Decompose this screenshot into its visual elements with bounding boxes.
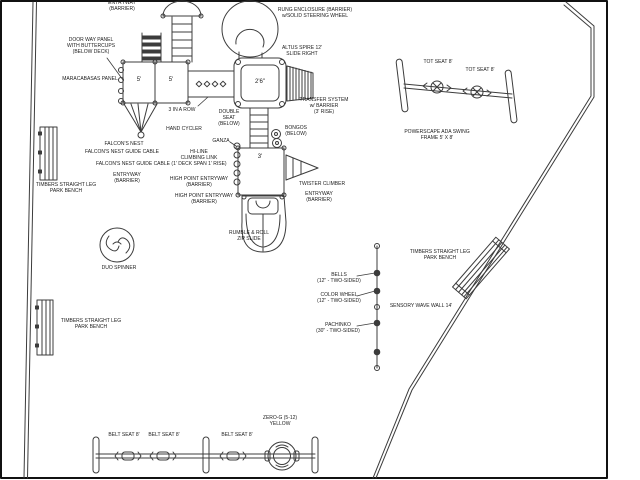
ada-swing-frame bbox=[395, 58, 518, 124]
belt-swing-frame bbox=[92, 436, 319, 474]
park-bench-3 bbox=[452, 236, 510, 300]
leader-lines bbox=[106, 57, 376, 327]
park-bench-2 bbox=[35, 299, 54, 356]
play-structure bbox=[118, 0, 319, 253]
park-bench-1 bbox=[38, 126, 58, 181]
site-boundary-right bbox=[372, 1, 595, 479]
sheet-frame bbox=[0, 0, 608, 479]
site-boundary-left bbox=[23, 1, 37, 479]
sensory-wave-wall bbox=[373, 243, 381, 371]
duo-spinner bbox=[99, 227, 135, 263]
